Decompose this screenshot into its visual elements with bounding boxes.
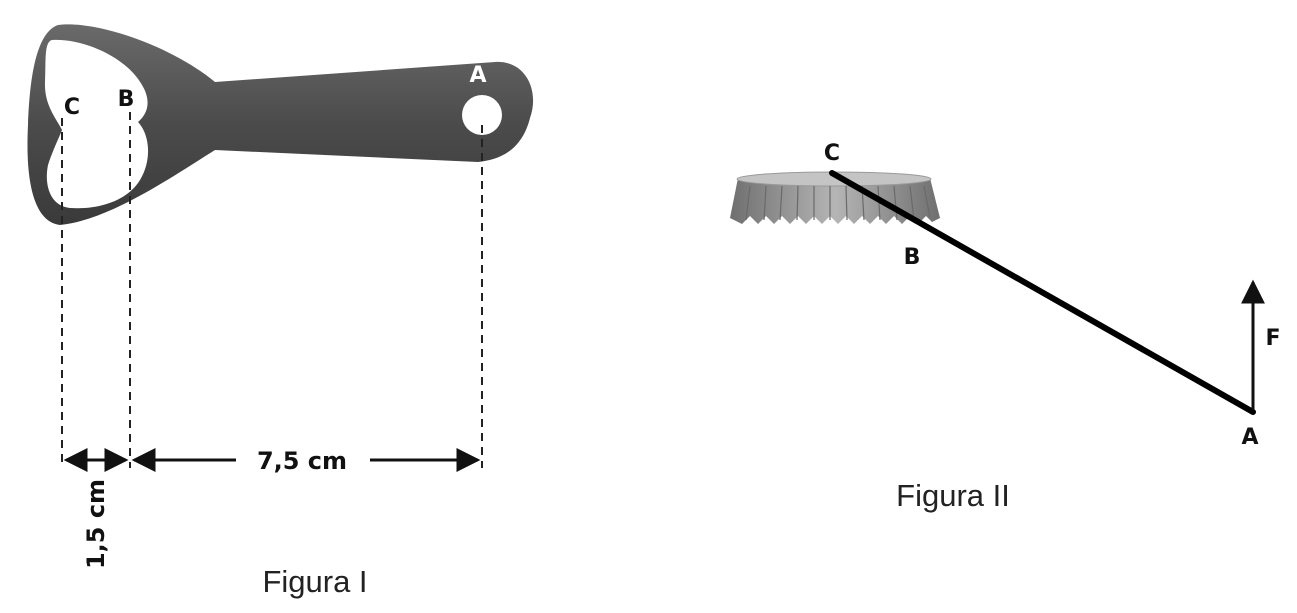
opener-hole (462, 95, 502, 135)
point-a-label: A (469, 63, 486, 88)
bottle-opener (27, 24, 534, 226)
figure-1: A B C 7,5 cm 1,5 cm Figura I (27, 24, 534, 599)
guide-lines (61, 112, 483, 468)
figure-1-caption: Figura I (262, 564, 367, 599)
bottle-cap (730, 171, 940, 224)
lever-line (829, 170, 1256, 415)
opener-body (27, 24, 534, 226)
opener-cutout (44, 39, 149, 209)
fig2-point-a-label: A (1241, 425, 1258, 450)
point-b-label: B (118, 87, 135, 112)
fig2-point-c-label: C (824, 141, 840, 166)
dimension-long-label: 7,5 cm (257, 447, 347, 475)
force-label: F (1265, 326, 1280, 351)
fig2-point-b-label: B (904, 245, 921, 270)
cap-side (730, 178, 940, 224)
figure-2: C B A F Figura II (730, 141, 1281, 513)
figure-2-caption: Figura II (896, 478, 1010, 513)
dimension-short-label: 1,5 cm (82, 479, 110, 569)
point-c-label: C (64, 95, 80, 120)
